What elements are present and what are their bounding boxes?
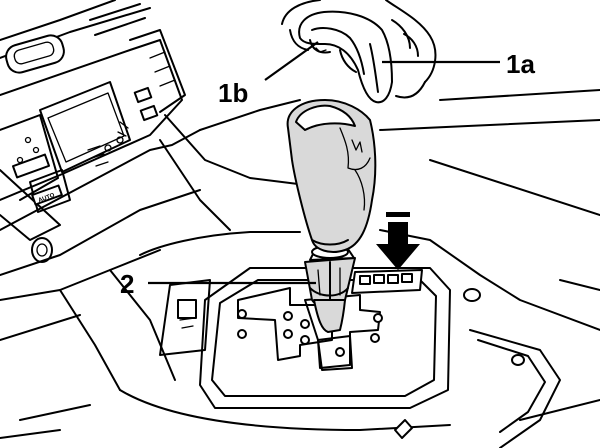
gear-lever-boot <box>304 245 356 333</box>
dashboard-panel: AUTO <box>0 0 331 276</box>
auto-button-label: AUTO <box>38 193 56 205</box>
callout-1a: 1a <box>506 49 535 79</box>
leader-lines <box>148 41 500 285</box>
press-down-arrow-icon <box>376 212 420 270</box>
center-console <box>0 89 600 448</box>
gear-knob <box>286 99 377 253</box>
hand-with-knob-cover <box>281 0 437 104</box>
callout-1b: 1b <box>218 78 248 108</box>
callout-2: 2 <box>120 269 134 299</box>
